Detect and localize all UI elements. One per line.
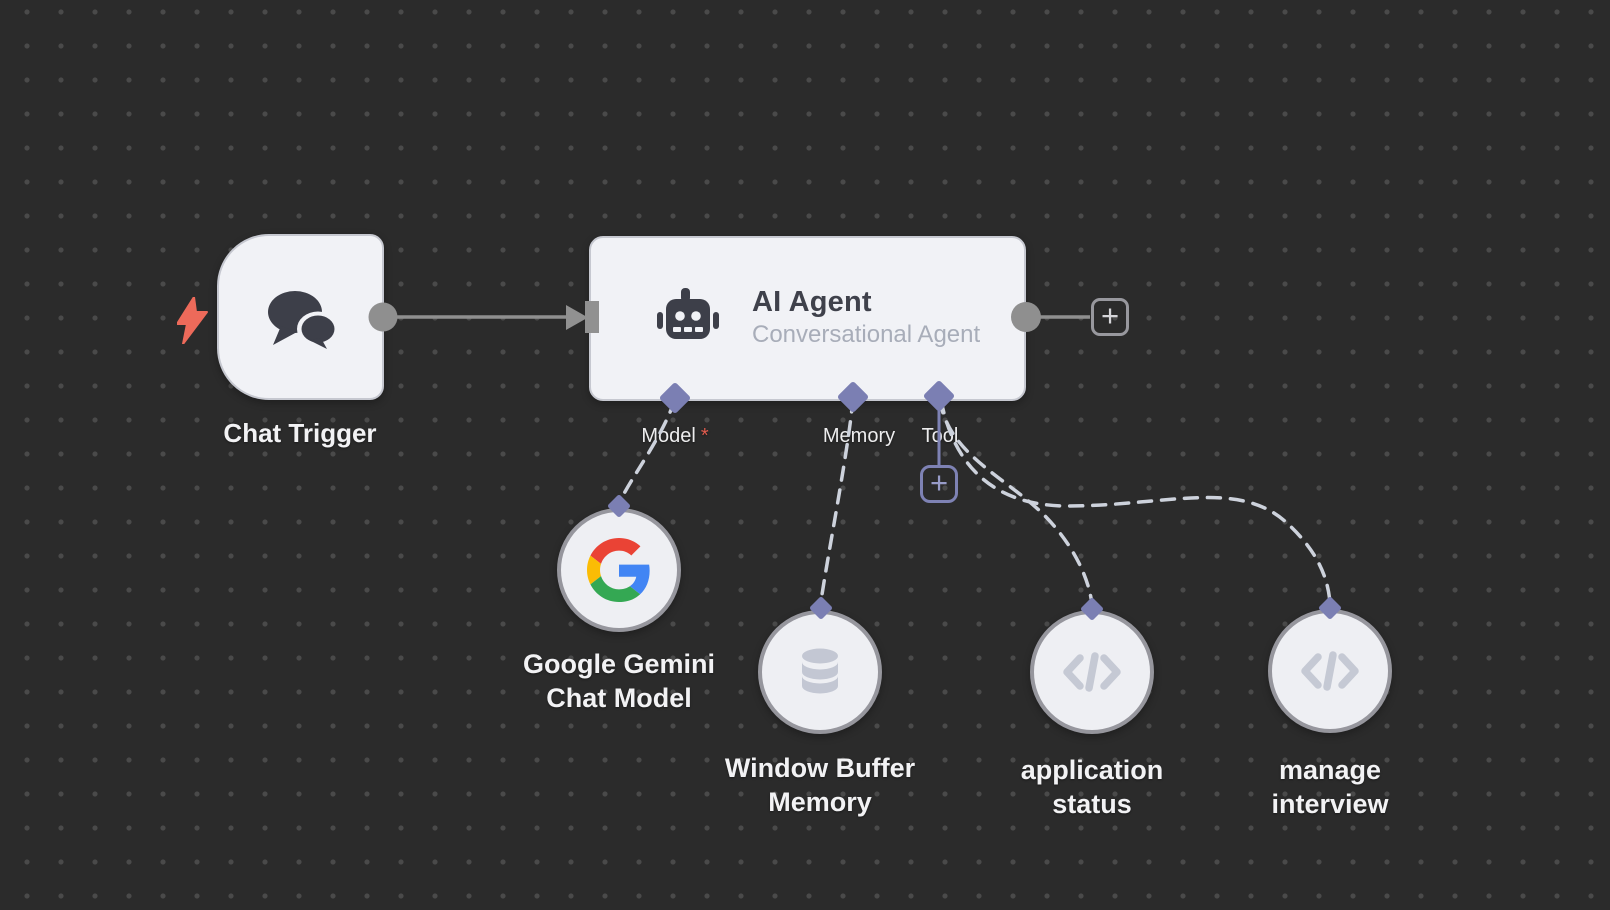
required-asterisk: * xyxy=(700,425,709,447)
node-label-google-gemini: Google Gemini Chat Model xyxy=(459,647,779,715)
add-next-node-button[interactable]: + xyxy=(1091,298,1129,336)
node-manage-interview-tool[interactable] xyxy=(1268,609,1392,733)
label-line: manage xyxy=(1278,755,1382,785)
code-icon xyxy=(1301,651,1359,691)
plus-icon: + xyxy=(1100,297,1120,333)
label-line: Memory xyxy=(768,787,872,817)
node-label-manage-interview: manage interview xyxy=(1170,753,1490,821)
node-label-chat-trigger: Chat Trigger xyxy=(223,418,377,448)
wire-arrowhead-icon xyxy=(566,305,588,330)
label-line: Google Gemini xyxy=(522,649,716,679)
add-tool-button[interactable]: + xyxy=(920,465,958,503)
node-window-buffer-memory[interactable] xyxy=(758,610,882,734)
node-label-window-buffer-memory: Window Buffer Memory xyxy=(660,751,980,819)
ai-agent-subtitle: Conversational Agent xyxy=(752,321,981,348)
database-icon xyxy=(802,648,838,694)
label-line: Window Buffer xyxy=(724,753,916,783)
label-line: status xyxy=(1052,789,1132,819)
node-application-status-tool[interactable] xyxy=(1030,610,1154,734)
chat-icon xyxy=(268,291,339,350)
ai-agent-title: AI Agent xyxy=(752,286,872,318)
wire-model-to-gemini xyxy=(619,398,677,501)
port-label-model: Model* xyxy=(575,425,775,448)
lightning-trigger-icon xyxy=(177,297,208,344)
node-google-gemini-chat-model[interactable] xyxy=(557,508,681,632)
label-line: interview xyxy=(1271,789,1389,819)
google-g-icon xyxy=(587,538,650,602)
port-label-tool: Tool xyxy=(840,425,1040,448)
label-line: Chat Model xyxy=(546,683,692,713)
plus-icon: + xyxy=(929,464,949,500)
node-label-application-status: application status xyxy=(932,753,1252,821)
node-ai-agent[interactable]: AI Agent Conversational Agent xyxy=(589,236,1026,401)
robot-icon xyxy=(657,288,719,339)
label-line: application xyxy=(1020,755,1164,785)
tool-port-text: Tool xyxy=(921,425,959,447)
node-chat-trigger[interactable] xyxy=(217,234,384,400)
code-icon xyxy=(1063,652,1121,692)
model-port-text: Model xyxy=(641,425,696,447)
